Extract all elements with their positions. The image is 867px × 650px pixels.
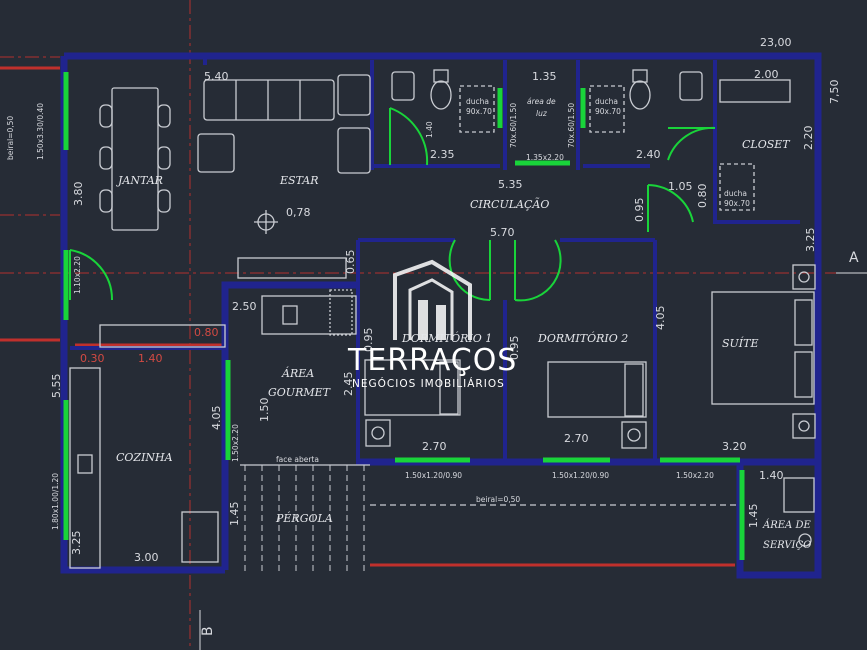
dim-circ-length: 5.35 (498, 178, 523, 191)
dim-dorm1-095: 0.95 (362, 328, 375, 353)
dim-serv-depth: 1.45 (747, 504, 760, 529)
dim-luz-width: 1.35 (532, 70, 557, 83)
dim-cozinha-325: 3.25 (70, 531, 83, 556)
dim-total-width: 23,00 (760, 36, 792, 49)
dim-circ-width: 1.05 (668, 180, 693, 193)
win-jantar-door: 1.10x2.20 (73, 256, 82, 294)
dim-hall-570: 5.70 (490, 226, 515, 239)
furniture (69, 69, 816, 575)
axis-a-label: A (849, 250, 859, 266)
win-dorm2: 1.50x1.20/0.90 (552, 471, 609, 480)
luz-label-1: área de (527, 97, 556, 106)
dim-cozinha-depth: 5.55 (50, 374, 63, 399)
shower-2b: 90x.70 (595, 107, 621, 116)
room-area-gourmet-2: GOURMET (268, 386, 332, 399)
dim-estar-width: 5.40 (204, 70, 229, 83)
shower-1a: ducha (466, 97, 489, 106)
dimension-labels: 23,00 7,50 5.40 2.35 1.35 2.40 2.00 2.20… (50, 36, 841, 564)
win-luz-1: 70x.60/1.50 (509, 103, 518, 148)
dim-serv-width: 1.40 (759, 469, 784, 482)
shower-2a: ducha (595, 97, 618, 106)
room-suite: SUÍTE (722, 336, 759, 350)
dim-wc2-width: 2.40 (636, 148, 661, 161)
dim-jantar-depth: 3.80 (72, 182, 85, 207)
dim-dorm1-245: 2.45 (342, 372, 355, 397)
dim-closet-width: 2.00 (754, 68, 779, 81)
axis-markers: A B (199, 250, 867, 650)
dim-dorm1-width: 2.70 (422, 440, 447, 453)
win-suite: 1.50x2.20 (676, 471, 714, 480)
room-circulacao: CIRCULAÇÃO (470, 197, 549, 211)
win-luz-door: 1.35x2.20 (526, 153, 564, 162)
room-cozinha: COZINHA (116, 451, 173, 464)
watermark-tagline: NEGÓCIOS IMOBILIÁRIOS (352, 377, 505, 390)
dim-dorm2-095: 0.95 (508, 336, 521, 361)
beiral-top: beiral=0,50 (6, 116, 15, 160)
dim-gourmet-depth: 4.05 (210, 406, 223, 431)
watermark-name: TERRAÇOS (347, 343, 517, 378)
dim-gourmet-150: 1.50 (258, 398, 271, 423)
win-jantar: 1.50x3.30/0.40 (36, 103, 45, 160)
dim-suite-depth: 3.25 (804, 228, 817, 253)
room-area-servico-1: ÁREA DE (762, 519, 811, 531)
dim-closet-depth: 2.20 (802, 126, 815, 151)
dim-gourmet-width: 2.50 (232, 300, 257, 313)
shower-1b: 90x.70 (466, 107, 492, 116)
win-wc1: 1.40 (425, 121, 434, 138)
dim-red-080: 0.80 (194, 326, 219, 339)
room-dormitorio-1: DORMITÓRIO 1 (401, 331, 492, 345)
dim-total-depth: 7,50 (828, 80, 841, 105)
doors (69, 107, 716, 302)
room-pergola: PÉRGOLA (275, 511, 333, 525)
win-gourmet-door: 1.50x2.20 (231, 424, 240, 462)
dim-dorm-depth: 4.05 (654, 306, 667, 331)
watermark: TERRAÇOS NEGÓCIOS IMOBILIÁRIOS (347, 343, 517, 390)
room-closet: CLOSET (742, 138, 791, 151)
face-aberta: face aberta (276, 455, 319, 464)
watermark-logo (393, 259, 472, 340)
dim-red-140: 1.40 (138, 352, 163, 365)
luz-label-2: luz (536, 109, 548, 118)
win-dorm1: 1.50x1.20/0.90 (405, 471, 462, 480)
room-area-gourmet-1: ÁREA (281, 366, 314, 380)
dim-estar-078: 0,78 (286, 206, 311, 219)
dim-cozinha-width: 3.00 (134, 551, 159, 564)
room-area-servico-2: SERVIÇO (763, 540, 811, 551)
win-cozinha: 1.80x1.00/1.20 (51, 473, 60, 530)
win-luz-2: 70x.60/1.50 (567, 103, 576, 148)
dim-circ-080: 0.80 (696, 184, 709, 209)
dim-dorm2-width: 2.70 (564, 432, 589, 445)
dim-pergola-depth: 1.45 (228, 502, 241, 527)
room-estar: ESTAR (279, 174, 319, 187)
dim-circ-095: 0.95 (633, 198, 646, 223)
window-labels: 1.50x3.30/0.40 beiral=0,50 1.10x2.20 1.4… (6, 97, 750, 530)
dim-wc1-width: 2.35 (430, 148, 455, 161)
beiral-bottom: beiral=0,50 (476, 495, 520, 504)
room-jantar: JANTAR (116, 174, 163, 187)
room-labels: JANTAR ESTAR CIRCULAÇÃO CLOSET ÁREA GOUR… (116, 138, 811, 551)
dim-red-030: 0.30 (80, 352, 105, 365)
shower-3b: 90x.70 (724, 199, 750, 208)
axis-b-label: B (200, 626, 216, 636)
dim-estar-065: 0.65 (344, 250, 357, 275)
room-dormitorio-2: DORMITÓRIO 2 (537, 331, 628, 345)
windows (63, 72, 745, 560)
dim-suite-width: 3.20 (722, 440, 747, 453)
shower-3a: ducha (724, 189, 747, 198)
